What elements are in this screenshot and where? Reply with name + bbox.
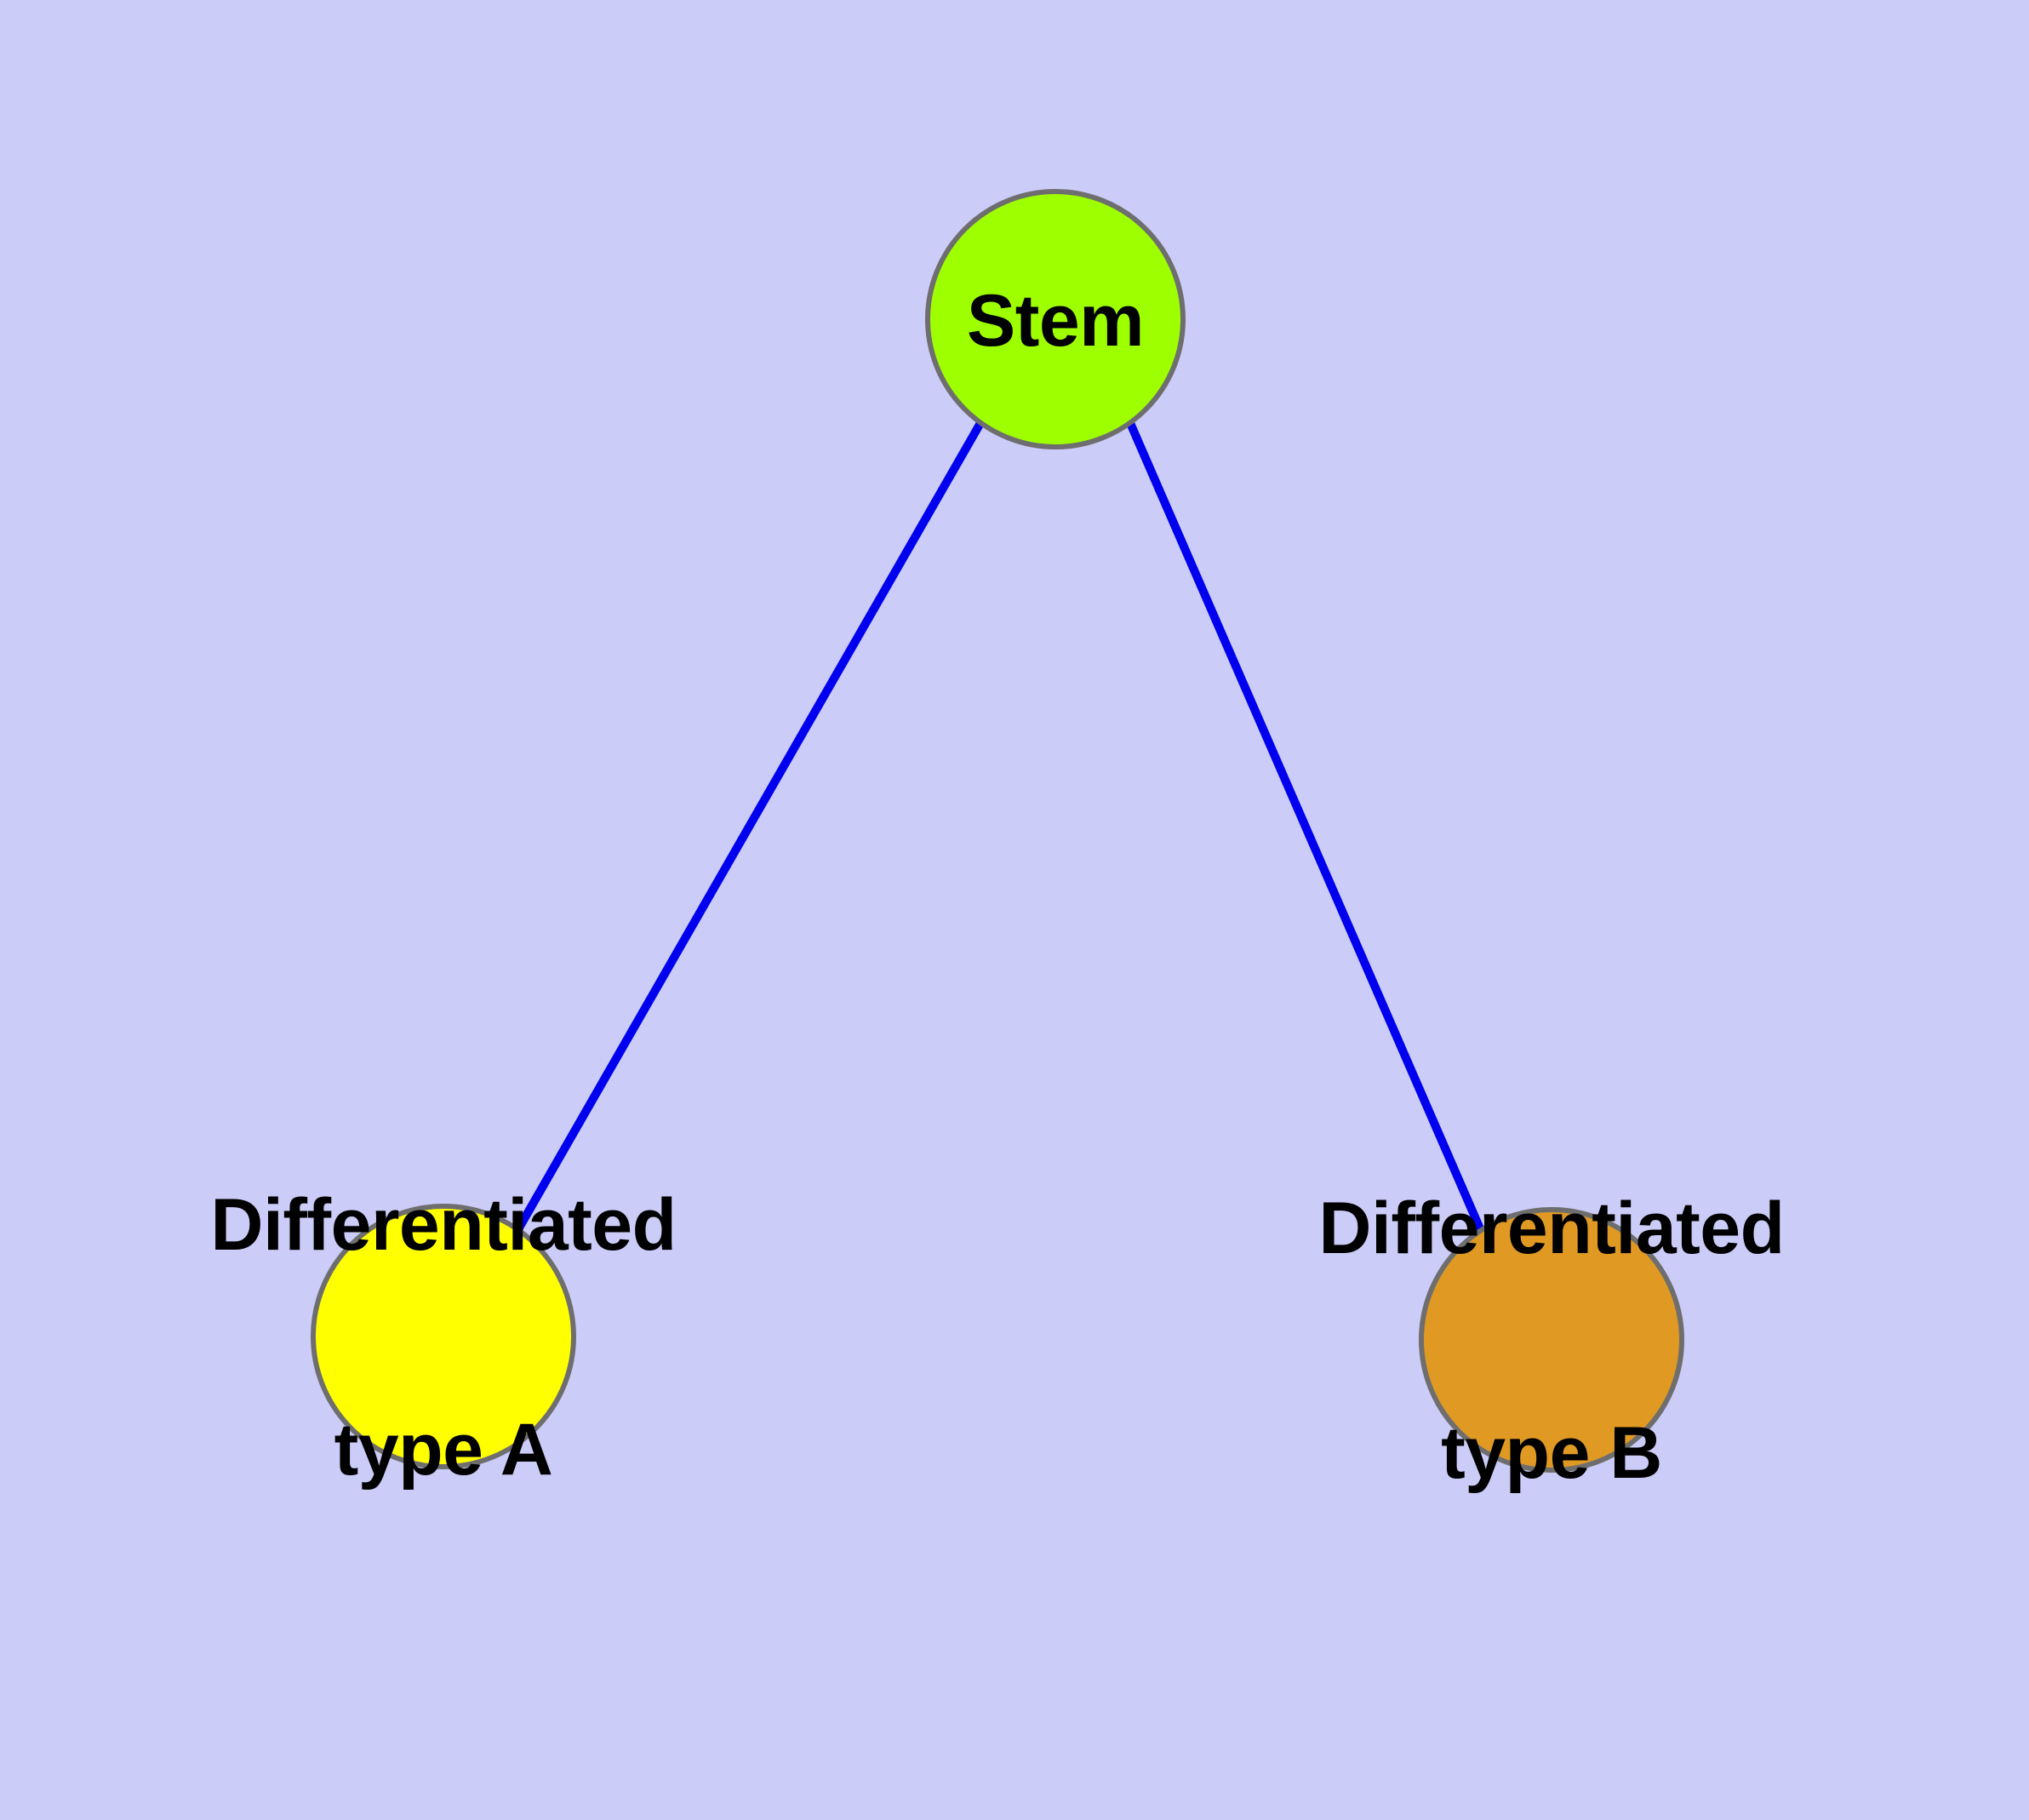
node-differentiated-type-b[interactable] [1419,1207,1684,1473]
node-differentiated-type-a[interactable] [311,1204,576,1469]
edge-layer [514,421,1486,1234]
node-stem[interactable] [925,189,1186,449]
node-layer [311,189,1684,1473]
edge-stem-to-diff-b [1126,421,1486,1234]
edge-stem-to-diff-a [514,421,985,1232]
